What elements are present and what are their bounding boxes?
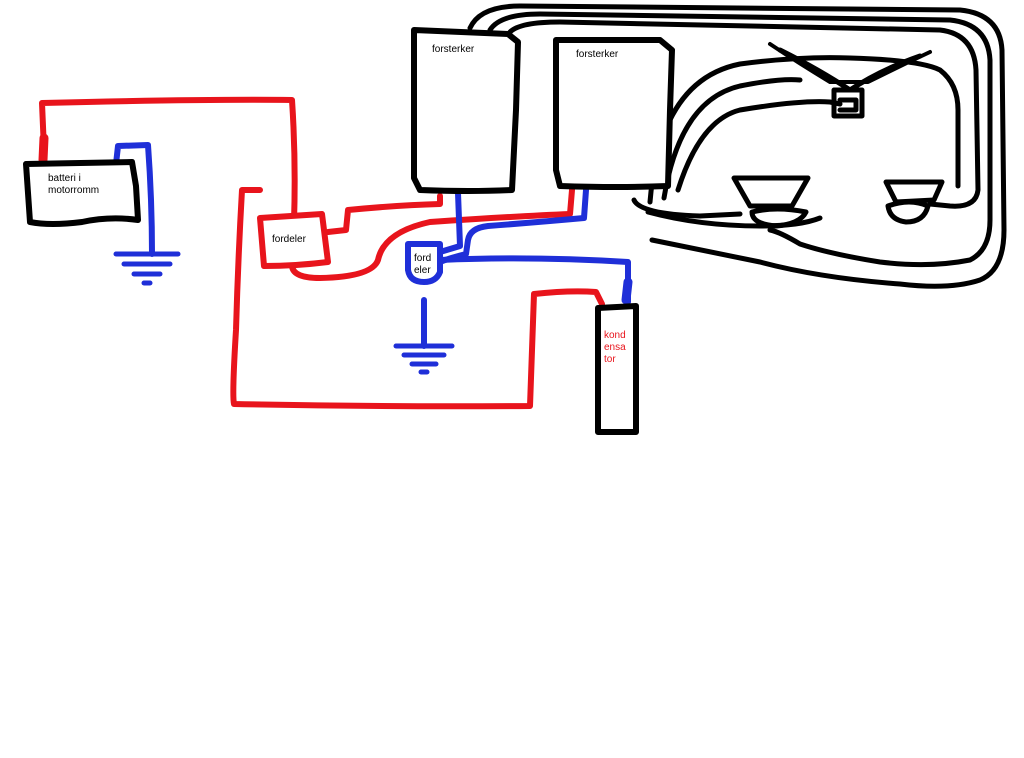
wire-amp1-ground [437, 190, 463, 255]
wire-distributor-to-amp1 [325, 193, 443, 235]
svg-text:tor: tor [604, 354, 616, 365]
amplifier-1-box: forsterker [411, 27, 521, 194]
signal-wires [467, 3, 1007, 289]
svg-text:eler: eler [414, 265, 431, 276]
svg-text:kond: kond [604, 330, 626, 341]
wire-loop-bottom-2 [645, 209, 823, 229]
wire-loop-2 [487, 11, 993, 268]
distributor-main-box: fordeler [257, 211, 331, 269]
amplifier-2-box: forsterker [553, 37, 675, 190]
battery-label-line2: motorromm [48, 185, 99, 196]
svg-text:forsterker: forsterker [576, 49, 619, 60]
wire-loop-6 [647, 55, 961, 205]
speaker-icon [768, 42, 932, 84]
ground-wires [113, 142, 633, 349]
amplifier-2-label: forsterker [576, 49, 619, 60]
svg-text:motorromm: motorromm [48, 185, 99, 196]
wire-capacitor-terminal [621, 277, 633, 305]
wire-distributor-to-capacitor [230, 187, 605, 410]
wire-loop-outer [467, 3, 1007, 289]
svg-text:ensa: ensa [604, 342, 626, 353]
amplifier-1-label: forsterker [432, 44, 475, 55]
battery-box: batteri i motorromm [23, 159, 141, 227]
wire-loop-5 [661, 77, 803, 201]
wire-loop-3 [507, 19, 981, 209]
ground-icon [393, 343, 455, 375]
capacitor-label-line3: tor [604, 354, 616, 365]
svg-text:fordeler: fordeler [272, 234, 307, 245]
speaker-icon [731, 175, 811, 229]
wire-distributor-small-to-capacitor [437, 255, 631, 305]
wire-distributor-to-amp2 [289, 187, 575, 281]
capacitor-label-line2: ensa [604, 342, 626, 353]
distributor-small-box: ford eler [405, 241, 443, 285]
svg-text:batteri i: batteri i [48, 173, 81, 184]
wire-battery-to-distributor [39, 96, 298, 225]
svg-text:ford: ford [414, 253, 431, 264]
speaker-icon [883, 179, 945, 225]
positive-wires [38, 96, 605, 410]
battery-label-line1: batteri i [48, 173, 81, 184]
svg-text:forsterker: forsterker [432, 44, 475, 55]
wire-battery-terminal [38, 133, 49, 165]
distributor-small-label-line1: ford [414, 253, 431, 264]
ground-icon [113, 251, 181, 286]
capacitor-label-line1: kond [604, 330, 626, 341]
wire-battery-ground [113, 142, 155, 257]
distributor-main-label: fordeler [272, 234, 307, 245]
wire-loop-4 [675, 99, 843, 193]
distributor-small-label-line2: eler [414, 265, 431, 276]
capacitor-box: kond ensa tor [595, 303, 639, 435]
speaker-icon [831, 87, 865, 119]
